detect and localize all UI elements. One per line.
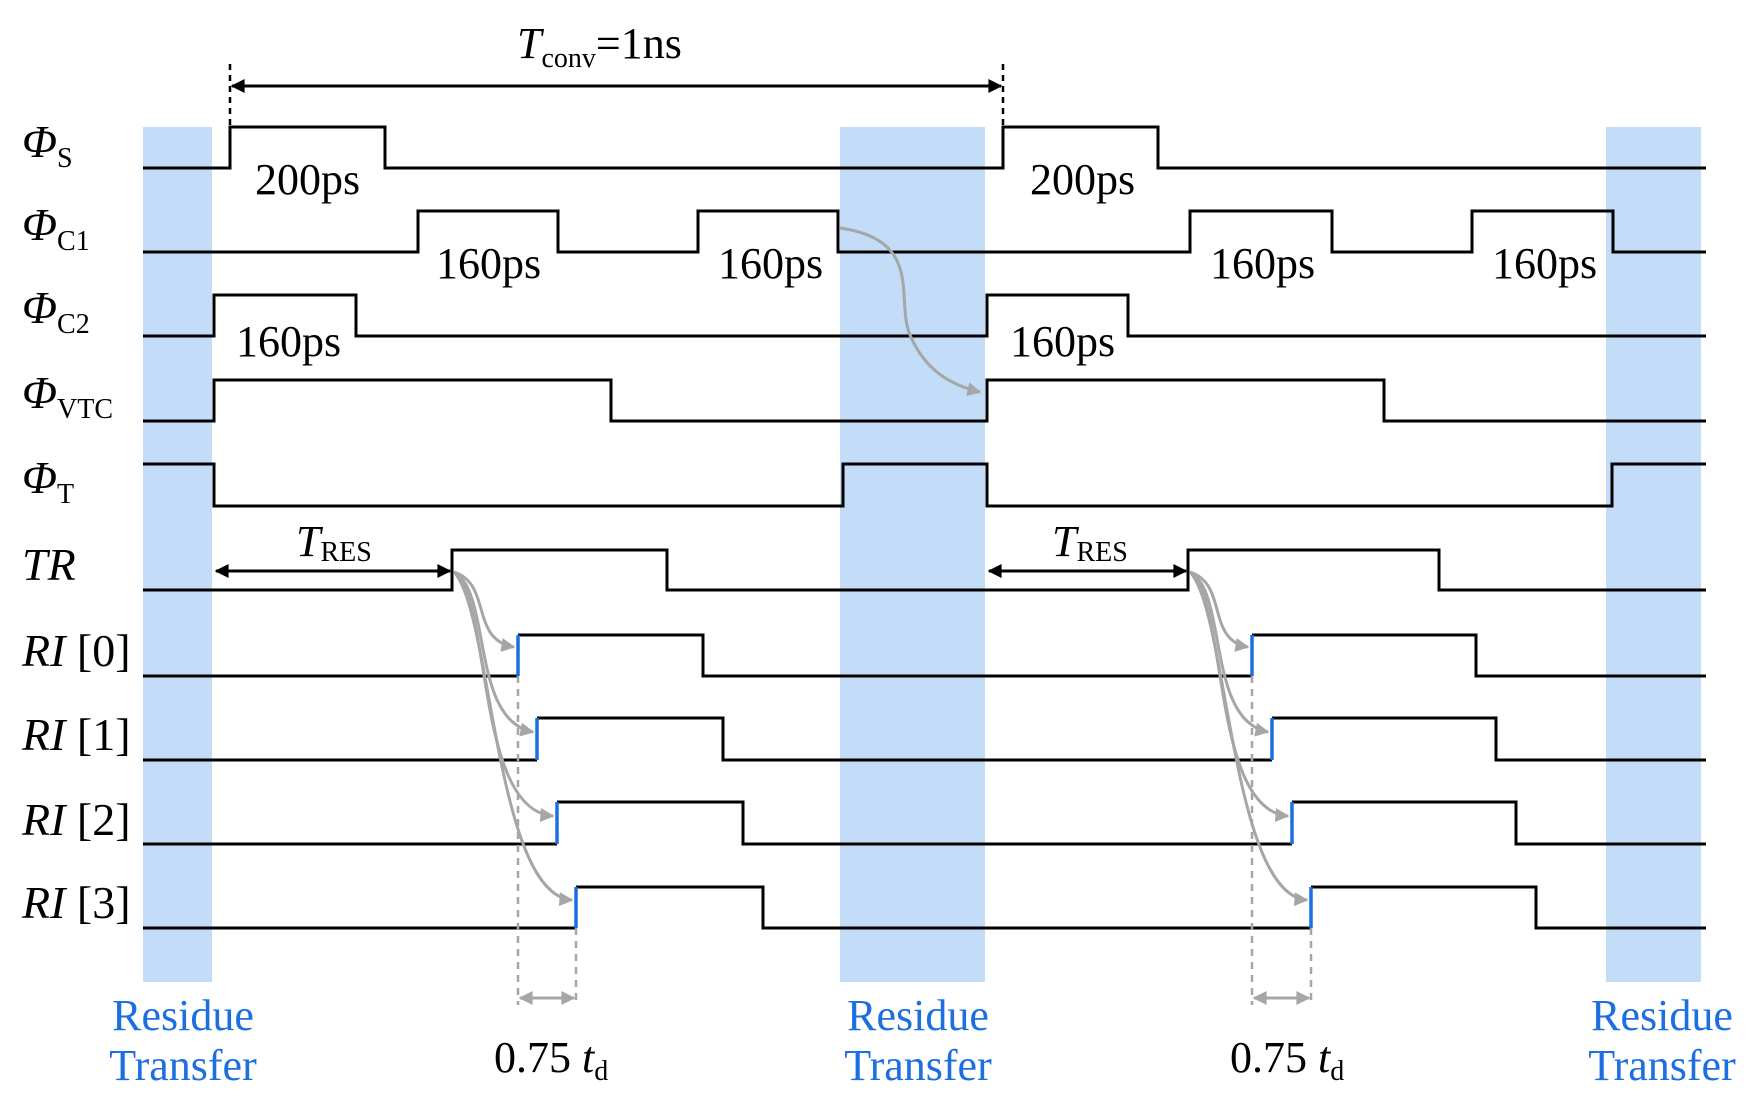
tres-annotations: TRES TRES	[214, 517, 1188, 578]
residue-band-3	[1606, 127, 1701, 982]
tr-to-ri3-arrow-2	[1188, 570, 1309, 907]
ri-edge-highlights	[516, 635, 1313, 928]
label-phi-c2: ΦC2	[22, 282, 90, 340]
residue-transfer-label-1-line2: Transfer	[109, 1041, 257, 1090]
wave-ri3-c	[1311, 885, 1706, 930]
wave-ri3-b	[576, 885, 1311, 930]
residue-band-1	[143, 127, 212, 982]
label-ri3: RI [3]	[21, 877, 131, 928]
wave-ri0-c	[1252, 633, 1706, 678]
wave-ri2-b	[557, 800, 1292, 846]
c2-pulse-label-2: 160ps	[1010, 317, 1115, 366]
label-ri0: RI [0]	[21, 625, 131, 676]
wave-phi-c2	[143, 293, 1706, 338]
tres-label-2: TRES	[1052, 517, 1128, 568]
c1-pulse-label-1: 160ps	[436, 239, 541, 288]
s-pulse-label-1: 200ps	[255, 155, 360, 204]
label-phi-vtc: ΦVTC	[22, 367, 113, 425]
delay-label-2: 0.75 td	[1230, 1033, 1344, 1087]
wave-phi-vtc	[143, 378, 1706, 423]
residue-transfer-label-2-line2: Transfer	[844, 1041, 992, 1090]
wave-ri2-c	[1292, 800, 1706, 846]
label-ri2: RI [2]	[21, 794, 131, 845]
wave-ri1-b	[537, 716, 1272, 762]
tr-to-ri3-arrow-1	[452, 570, 574, 907]
label-phi-t: ΦT	[22, 452, 74, 510]
tr-to-ri1-arrow-2	[1189, 570, 1270, 737]
residue-transfer-label-1-line1: Residue	[112, 991, 254, 1040]
residue-transfer-bands	[143, 127, 1701, 982]
wave-phi-s	[143, 125, 1706, 170]
tconv-annotation: Tconv=1ns	[228, 19, 1005, 127]
wave-ri0-b	[518, 633, 1252, 678]
s-pulse-label-2: 200ps	[1030, 155, 1135, 204]
wave-phi-c1	[143, 209, 1706, 254]
c2-pulse-label-1: 160ps	[236, 317, 341, 366]
label-phi-s: ΦS	[22, 116, 73, 174]
label-ri1: RI [1]	[21, 709, 131, 760]
residue-band-2	[840, 127, 985, 982]
tr-to-ri1-arrow-1	[453, 570, 535, 737]
waveforms	[143, 125, 1706, 930]
delay-label-1: 0.75 td	[494, 1033, 608, 1087]
c1-pulse-label-4: 160ps	[1492, 239, 1597, 288]
c1-to-vtc-arrow	[839, 226, 982, 396]
tr-to-ri0-arrow-1	[453, 570, 516, 652]
c1-pulse-label-2: 160ps	[718, 239, 823, 288]
signal-labels: ΦS ΦC1 ΦC2 ΦVTC ΦT TR RI [0] RI [1] RI […	[21, 116, 131, 928]
label-tr: TR	[22, 539, 76, 590]
c1-pulse-label-3: 160ps	[1210, 239, 1315, 288]
residue-transfer-label-3-line1: Residue	[1591, 991, 1733, 1040]
pulse-width-labels: 200ps 200ps 160ps 160ps 160ps 160ps 160p…	[236, 155, 1597, 366]
label-phi-c1: ΦC1	[22, 199, 90, 257]
wave-phi-t	[143, 462, 1706, 508]
wave-ri1-c	[1272, 716, 1706, 762]
residue-transfer-labels: Residue Transfer Residue Transfer Residu…	[109, 991, 1736, 1090]
residue-transfer-label-3-line2: Transfer	[1588, 1041, 1736, 1090]
tres-label-1: TRES	[296, 517, 372, 568]
wave-tr	[143, 548, 1706, 592]
residue-transfer-label-2-line1: Residue	[847, 991, 989, 1040]
delay-markers: 0.75 td 0.75 td	[494, 676, 1344, 1087]
tconv-label: Tconv=1ns	[517, 19, 682, 74]
causality-arrows	[452, 226, 1309, 907]
tr-to-ri0-arrow-2	[1189, 570, 1250, 652]
